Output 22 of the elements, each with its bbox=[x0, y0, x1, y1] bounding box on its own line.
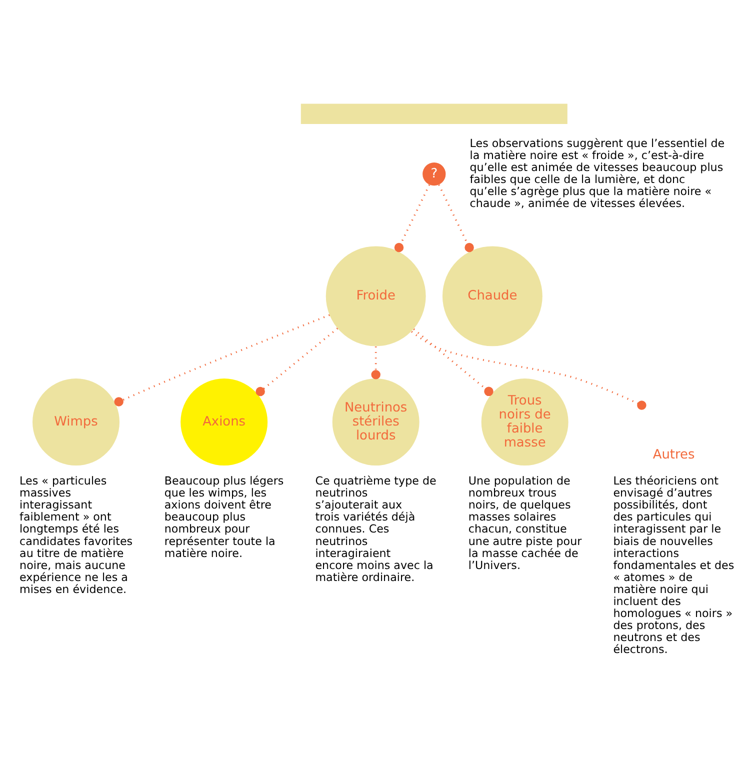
connector bbox=[413, 328, 494, 396]
node-circle: Wimps bbox=[32, 378, 120, 466]
node-bar bbox=[300, 103, 568, 124]
node-label: Ce quatrième type de neutrinos s’ajouterait aux trois variétés déjà connues. Ces neutrinos interagiraient encore moins avec la matière ordinaire. bbox=[315, 474, 436, 584]
node-text: Autres bbox=[652, 446, 695, 462]
node-circle: Froide bbox=[326, 246, 426, 346]
label: Les observations suggèrent que l’essentiel de la matière noire est « froide », c’est-à-dire qu’elle est animée de vitesses beaucoup plus faibles que celle de la lumière, et donc qu’elle s’agrège plus que la matière noire « chaude », animée de vitesses élevées. bbox=[470, 136, 725, 210]
node-label: Une population de nombreux trous noirs, de quelques masses solaires chacun, constitue une autre piste pour la masse cachée de l’Univers. bbox=[468, 474, 582, 572]
node-circle: Chaude bbox=[442, 246, 542, 346]
connector bbox=[438, 184, 474, 252]
connector bbox=[394, 184, 430, 252]
connector bbox=[114, 314, 330, 406]
node-label: Beaucoup plus légers que les wimps, les axions doivent être beaucoup plus nombreux pour représenter toute la matière noire. bbox=[164, 474, 284, 560]
connector bbox=[256, 327, 338, 396]
node-circle: Neutrinos stériles lourds bbox=[332, 378, 420, 466]
node-circle: ? bbox=[422, 162, 446, 186]
node-circle: Trous noirs de faible masse bbox=[481, 378, 568, 466]
node-label: Les « particules massives interagissant faiblement » ont longtemps été les candidates favorites au titre de matière noire, mais aucune expérience ne les a mises en évidence. bbox=[20, 474, 133, 596]
node-circle: Axions bbox=[180, 378, 268, 466]
node-label: Les théoriciens ont envisagé d’autres possibilités, dont des particules qui interagissent par le biais de nouvelles interactions fondamentales et des « atomes » de matière noire qui incluent des homologues « noirs » des protons, des neutrons et des électrons. bbox=[613, 474, 734, 656]
connector bbox=[411, 330, 646, 410]
connector bbox=[371, 346, 380, 379]
